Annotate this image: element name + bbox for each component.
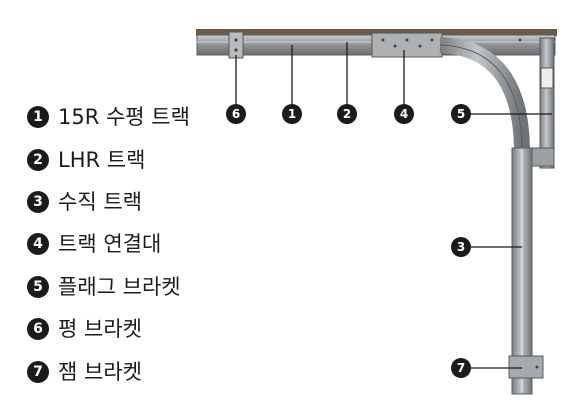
curved-track — [439, 37, 530, 149]
legend-item-3: 3 수직 트랙 — [27, 187, 142, 217]
legend-label: 잼 브라켓 — [58, 360, 142, 384]
callout-5: 5 — [451, 104, 471, 124]
track-connector — [371, 32, 443, 58]
callout-3: 3 — [451, 237, 471, 257]
legend-item-5: 5 플래그 브라켓 — [27, 272, 181, 302]
callout-2: 2 — [337, 104, 357, 124]
callout-4: 4 — [394, 104, 414, 124]
legend-number-badge: 4 — [27, 233, 49, 255]
legend-label: 플래그 브라켓 — [58, 275, 181, 299]
legend-item-4: 4 트랙 연결대 — [27, 229, 161, 259]
callout-7: 7 — [451, 358, 471, 378]
legend-number-badge: 7 — [27, 361, 49, 383]
legend-number-badge: 6 — [27, 318, 49, 340]
legend-label: 트랙 연결대 — [58, 232, 162, 256]
legend-item-6: 6 평 브라켓 — [27, 314, 142, 344]
flat-bracket — [228, 31, 244, 59]
legend-label: 수직 트랙 — [58, 190, 142, 214]
legend-number-badge: 2 — [27, 149, 49, 171]
legend-label: 15R 수평 트랙 — [58, 105, 190, 129]
legend-label: LHR 트랙 — [58, 148, 146, 172]
callout-1: 1 — [282, 104, 302, 124]
callout-6: 6 — [226, 104, 246, 124]
legend-number-badge: 1 — [27, 106, 49, 128]
legend-number-badge: 5 — [27, 276, 49, 298]
legend-label: 평 브라켓 — [58, 317, 142, 341]
legend-item-7: 7 잼 브라켓 — [27, 357, 142, 387]
legend-item-1: 1 15R 수평 트랙 — [27, 102, 190, 132]
legend-number-badge: 3 — [27, 191, 49, 213]
legend-item-2: 2 LHR 트랙 — [27, 145, 145, 175]
jamb-bracket — [508, 355, 544, 379]
